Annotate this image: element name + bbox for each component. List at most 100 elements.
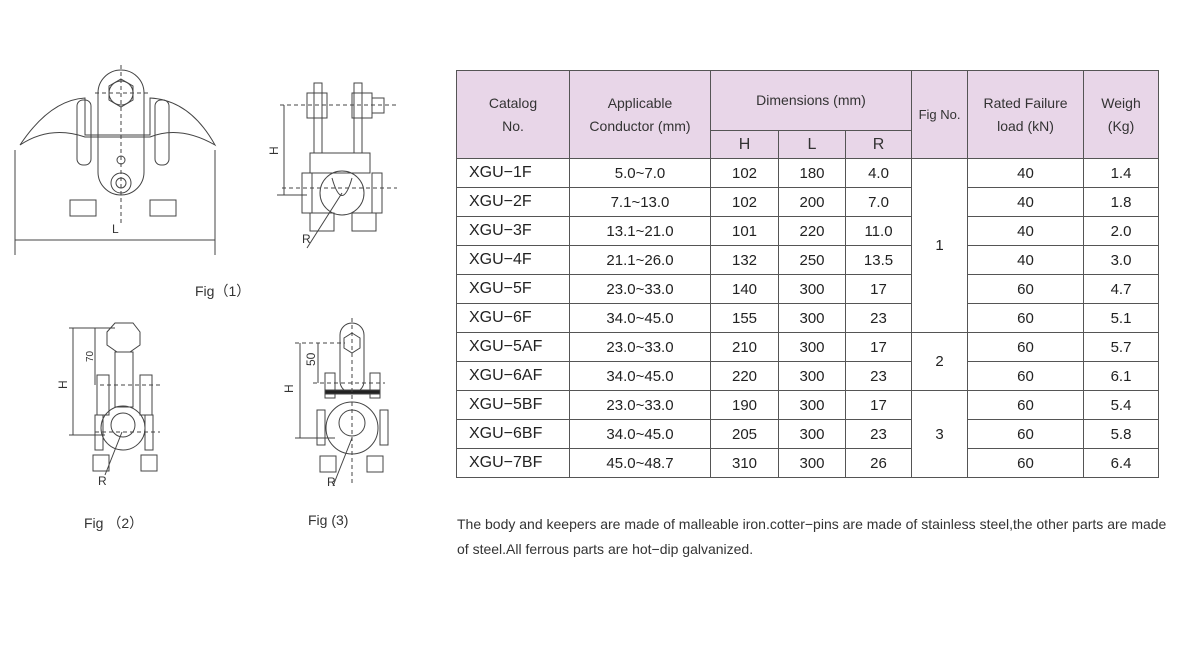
cell-r: 11.0 [844, 216, 913, 246]
cell-conductor: 34.0~45.0 [569, 361, 711, 391]
cell-conductor: 23.0~33.0 [569, 390, 711, 420]
dim-L-label: L [112, 222, 119, 236]
cell-r: 7.0 [844, 187, 913, 217]
cell-conductor: 34.0~45.0 [569, 303, 711, 333]
cell-weight: 5.1 [1083, 303, 1160, 333]
cell-weight: 6.1 [1083, 361, 1160, 391]
cell-load: 40 [967, 216, 1085, 246]
cell-l: 300 [778, 361, 846, 391]
cell-load: 60 [967, 448, 1085, 478]
cell-load: 60 [967, 332, 1085, 362]
fig1-side-drawing: H R [267, 82, 397, 249]
cell-h: 190 [710, 390, 779, 420]
cell-load: 60 [967, 303, 1085, 333]
dim-R-label: R [302, 232, 311, 246]
cell-load: 40 [967, 187, 1085, 217]
header-dimensions: Dimensions (mm) [709, 70, 913, 131]
cell-h: 220 [710, 361, 779, 391]
cell-l: 300 [778, 448, 846, 478]
cell-l: 300 [778, 332, 846, 362]
cell-conductor: 13.1~21.0 [569, 216, 711, 246]
cell-fig-no: 3 [911, 390, 969, 478]
cell-catalog: XGU−4F [456, 245, 570, 275]
header-conductor: Applicable Conductor (mm) [569, 70, 711, 159]
cell-catalog: XGU−3F [456, 216, 570, 246]
cell-l: 300 [778, 390, 846, 420]
cell-weight: 1.4 [1083, 158, 1160, 188]
dim-R-label: R [327, 475, 336, 489]
cell-catalog: XGU−5BF [456, 390, 570, 420]
fig3-label: Fig (3) [308, 512, 349, 528]
fig1-label: Fig（1） [195, 283, 251, 299]
specification-table: Catalog No. Applicable Conductor (mm) Di… [456, 70, 1160, 478]
material-note: The body and keepers are made of malleab… [457, 516, 1167, 557]
cell-weight: 2.0 [1083, 216, 1160, 246]
cell-conductor: 21.1~26.0 [569, 245, 711, 275]
cell-r: 23 [844, 361, 913, 391]
dim-H-label: H [267, 146, 281, 155]
fig2-label: Fig （2） [84, 515, 144, 531]
cell-l: 220 [778, 216, 846, 246]
cell-r: 17 [844, 274, 913, 304]
cell-weight: 1.8 [1083, 187, 1160, 217]
cell-r: 4.0 [844, 158, 913, 188]
cell-l: 180 [778, 158, 846, 188]
cell-r: 17 [844, 332, 913, 362]
cell-load: 60 [967, 361, 1085, 391]
cell-h: 101 [710, 216, 779, 246]
cell-r: 23 [844, 419, 913, 449]
cell-catalog: XGU−1F [456, 158, 570, 188]
header-weight: Weigh (Kg) [1083, 70, 1160, 159]
cell-l: 200 [778, 187, 846, 217]
cell-fig-no: 1 [911, 158, 969, 333]
cell-r: 23 [844, 303, 913, 333]
cell-h: 205 [710, 419, 779, 449]
cell-load: 60 [967, 390, 1085, 420]
cell-fig-no: 2 [911, 332, 969, 391]
cell-catalog: XGU−5AF [456, 332, 570, 362]
dim-50-label: 50 [304, 352, 318, 366]
cell-h: 132 [710, 245, 779, 275]
cell-h: 102 [710, 158, 779, 188]
cell-catalog: XGU−2F [456, 187, 570, 217]
cell-weight: 6.4 [1083, 448, 1160, 478]
header-l: L [778, 130, 846, 159]
dim-H-label: H [56, 380, 70, 389]
dim-R-label: R [98, 474, 107, 488]
header-r: R [844, 130, 913, 159]
header-fig: Fig No. [911, 70, 969, 159]
dim-H-label: H [282, 384, 296, 393]
cell-r: 13.5 [844, 245, 913, 275]
cell-catalog: XGU−5F [456, 274, 570, 304]
cell-h: 102 [710, 187, 779, 217]
cell-weight: 5.7 [1083, 332, 1160, 362]
fig3-drawing: H 50 R [282, 318, 389, 489]
cell-weight: 4.7 [1083, 274, 1160, 304]
fig1-front-drawing: L [14, 65, 217, 255]
cell-l: 250 [778, 245, 846, 275]
fig2-drawing: H 70 R [56, 322, 160, 488]
cell-load: 60 [967, 274, 1085, 304]
cell-weight: 5.8 [1083, 419, 1160, 449]
cell-l: 300 [778, 419, 846, 449]
cell-conductor: 23.0~33.0 [569, 332, 711, 362]
cell-catalog: XGU−6F [456, 303, 570, 333]
cell-catalog: XGU−6BF [456, 419, 570, 449]
header-load: Rated Failure load (kN) [967, 70, 1085, 159]
cell-conductor: 34.0~45.0 [569, 419, 711, 449]
cell-conductor: 5.0~7.0 [569, 158, 711, 188]
cell-catalog: XGU−6AF [456, 361, 570, 391]
cell-h: 210 [710, 332, 779, 362]
cell-catalog: XGU−7BF [456, 448, 570, 478]
